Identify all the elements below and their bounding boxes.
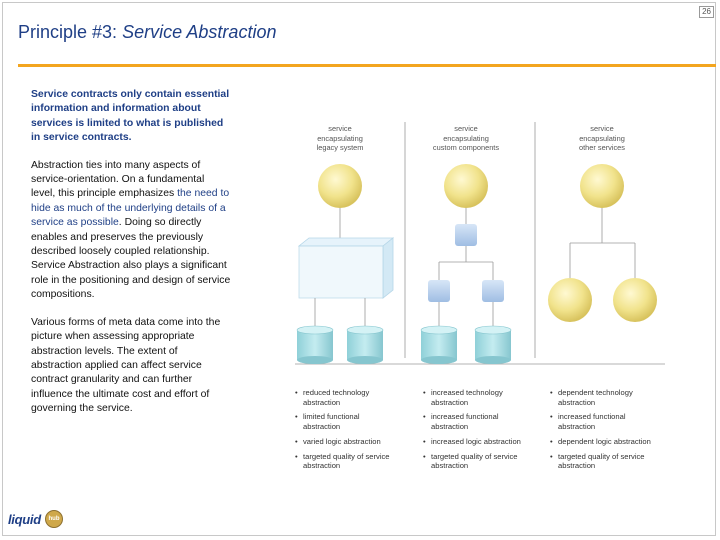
- service-sphere-legacy: [318, 164, 362, 208]
- legacy-system-box: [297, 237, 395, 299]
- label-line: other services: [578, 143, 625, 152]
- col-label-legacy: service encapsulating legacy system: [290, 124, 390, 153]
- database-components-1: [420, 325, 458, 364]
- col-label-components: service encapsulating custom components: [416, 124, 516, 153]
- diagram-graphic: [295, 122, 665, 365]
- service-sphere-child-1: [548, 278, 592, 322]
- label-line: service: [590, 124, 614, 133]
- database-components-2: [474, 325, 512, 364]
- bullet-item: dependent logic abstraction: [550, 437, 670, 447]
- label-line: encapsulating: [443, 133, 489, 143]
- page-number: 26: [699, 6, 714, 18]
- abstraction-paragraph: Abstraction ties into many aspects of se…: [31, 159, 231, 303]
- service-sphere-components: [444, 164, 488, 208]
- label-line: legacy system: [316, 143, 364, 152]
- service-sphere-child-2: [613, 278, 657, 322]
- para2-part-c: . Doing so directly enables and preserve…: [31, 217, 231, 301]
- logo-mark-icon: hub: [45, 510, 63, 528]
- title-rule: [18, 64, 716, 67]
- liquidhub-logo: liquid hub: [8, 510, 68, 532]
- bullet-item: varied logic abstraction: [295, 437, 407, 447]
- database-legacy-2: [346, 325, 384, 364]
- slide-title: Principle #3: Service Abstraction: [18, 22, 276, 43]
- label-line: service: [328, 124, 352, 133]
- database-legacy-1: [296, 325, 334, 364]
- title-italic: Service Abstraction: [122, 22, 277, 42]
- intro-statement: Service contracts only contain essential…: [31, 89, 230, 144]
- col-label-services: service encapsulating other services: [552, 124, 652, 153]
- para2-part-a: Abstraction ties into many aspects of se…: [31, 159, 205, 200]
- label-line: service: [454, 124, 478, 133]
- body-text: Service contracts only contain essential…: [31, 88, 231, 430]
- bullet-item: increased logic abstraction: [423, 437, 535, 447]
- component-top: [455, 224, 477, 246]
- metadata-paragraph: Various forms of meta data come into the…: [31, 316, 221, 415]
- label-line: encapsulating: [579, 133, 625, 143]
- para2-highlight: the need to hide as much of the underlyi…: [31, 188, 230, 229]
- service-sphere-composite: [580, 164, 624, 208]
- title-plain: Principle #3:: [18, 22, 123, 42]
- logo-wordmark: liquid: [8, 512, 41, 527]
- component-right: [482, 280, 504, 302]
- label-line: encapsulating: [317, 133, 363, 143]
- component-left: [428, 280, 450, 302]
- label-line: custom components: [432, 143, 500, 152]
- abstraction-diagram: service encapsulating legacy system serv…: [285, 118, 680, 478]
